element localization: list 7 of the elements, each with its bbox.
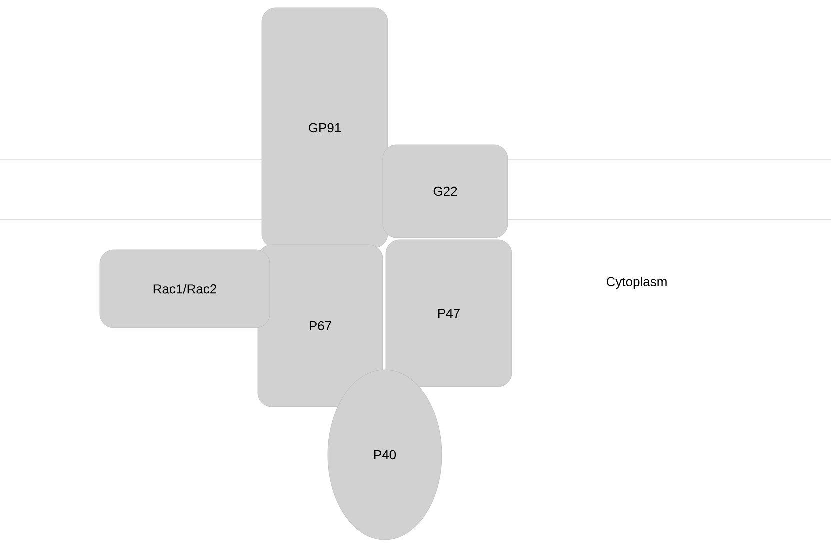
region-label: Cytoplasm [606,276,667,290]
node-label: P40 [374,450,396,460]
protein-box: GP91 [262,8,388,248]
protein-box: G22 [382,144,508,238]
protein-box: Rac1/Rac2 [100,250,270,328]
protein-box: P67 [258,244,384,408]
protein-box: P47 [386,240,512,388]
